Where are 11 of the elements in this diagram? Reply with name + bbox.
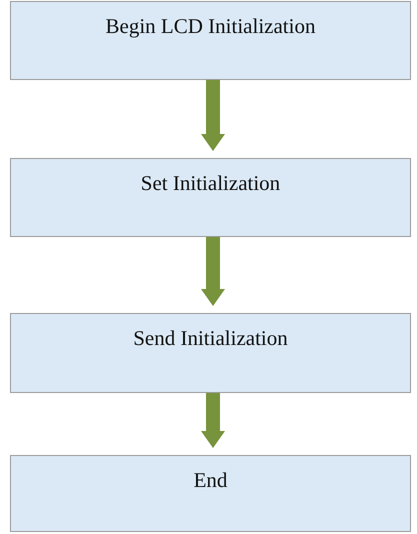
box-label: Send Initialization bbox=[133, 326, 288, 351]
process-box bbox=[10, 158, 411, 237]
box-label: Set Initialization bbox=[140, 171, 280, 196]
box-label: End bbox=[194, 468, 228, 493]
box-label: Begin LCD Initialization bbox=[106, 14, 316, 39]
process-box bbox=[10, 1, 411, 80]
arrow bbox=[201, 80, 225, 151]
process-box bbox=[10, 313, 411, 393]
arrow bbox=[201, 237, 225, 306]
process-box bbox=[10, 455, 411, 532]
arrow bbox=[201, 393, 225, 448]
